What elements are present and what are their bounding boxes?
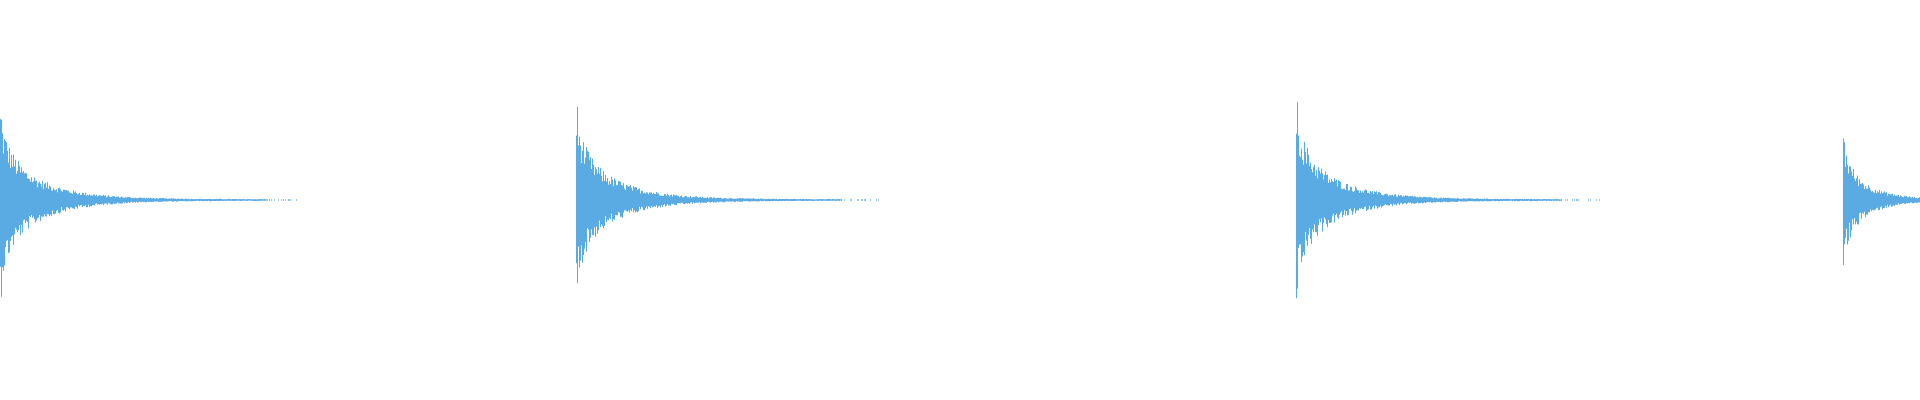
waveform-transient-3 xyxy=(1296,102,1600,299)
waveform-segments xyxy=(0,102,1920,299)
waveform-transient-4 xyxy=(1843,138,1920,266)
waveform-path xyxy=(1843,138,1920,266)
waveform-path xyxy=(576,106,879,284)
waveform-path xyxy=(1296,102,1600,299)
waveform-transient-1 xyxy=(0,118,297,297)
waveform-path xyxy=(0,118,297,297)
waveform-transient-2 xyxy=(576,106,879,284)
